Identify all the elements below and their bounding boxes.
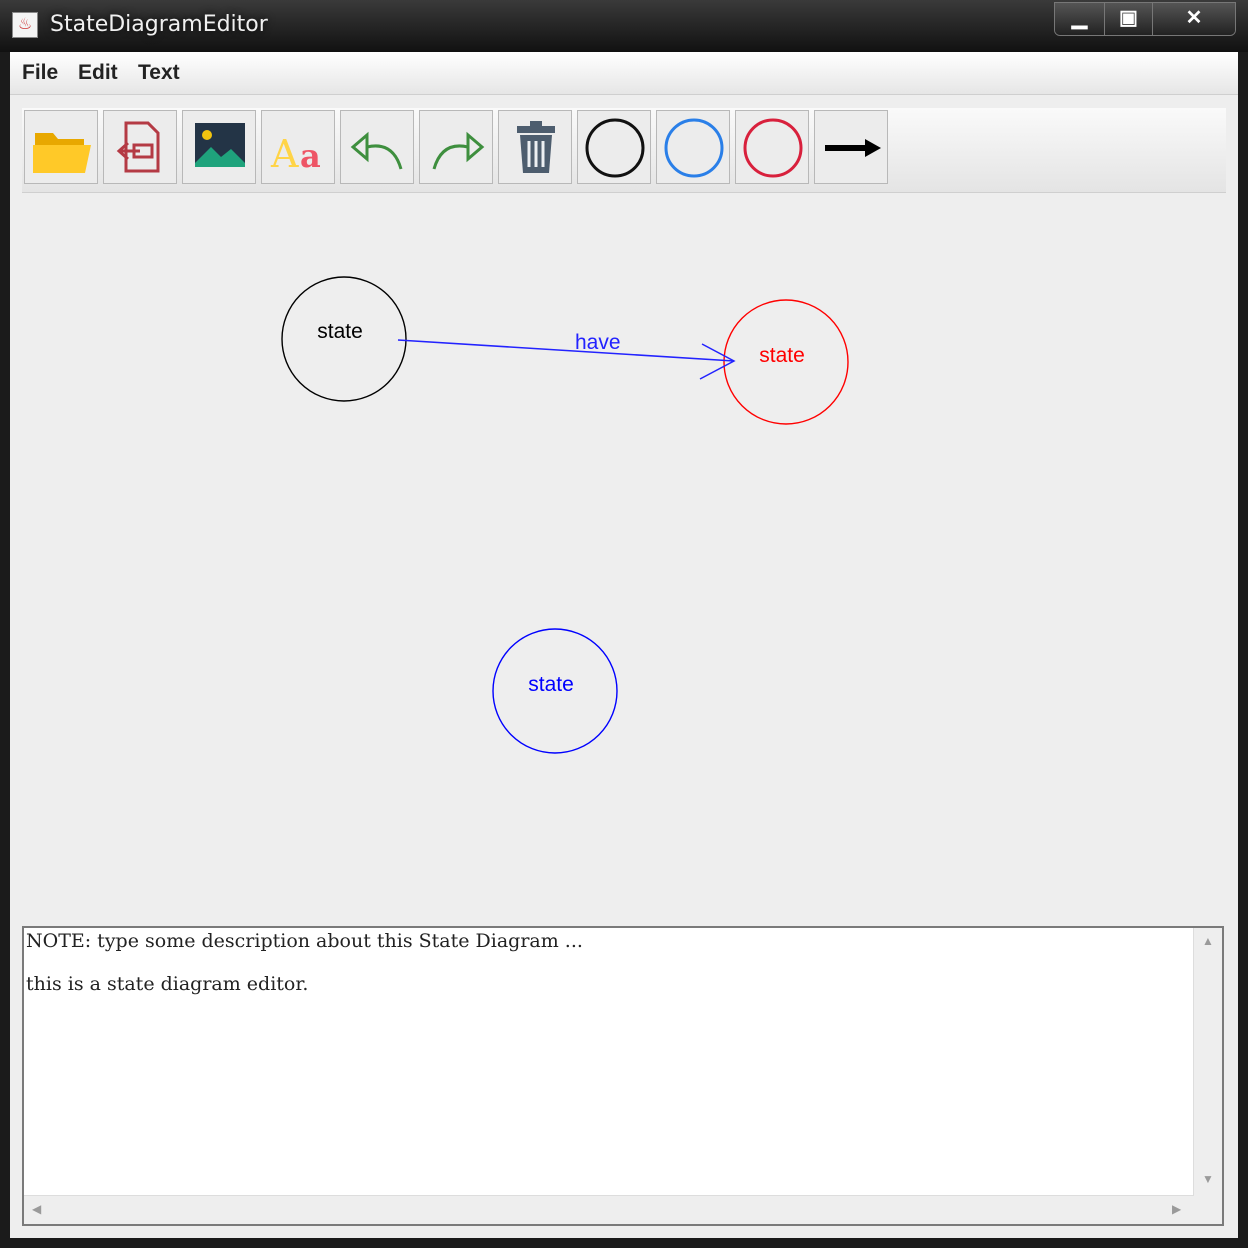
notes-textarea[interactable]: NOTE: type some description about this S… <box>24 928 1192 1196</box>
state-label-red: state <box>759 344 805 367</box>
state-node-black[interactable] <box>281 276 407 402</box>
svg-text:A: A <box>270 132 299 176</box>
menu-edit[interactable]: Edit <box>78 61 118 84</box>
blue-circle-icon <box>664 118 724 178</box>
transition-label: have <box>575 331 621 354</box>
toolbar: A a <box>22 108 1226 193</box>
maximize-button[interactable]: ▣ <box>1105 3 1153 35</box>
java-app-icon: ♨ <box>12 12 38 38</box>
text-font-icon: A a <box>270 132 321 176</box>
close-button[interactable]: ✕ <box>1153 3 1235 35</box>
scroll-up-icon[interactable]: ▲ <box>1202 934 1214 948</box>
undo-button[interactable] <box>340 110 414 184</box>
menu-file[interactable]: File <box>22 61 59 84</box>
note-line-1: NOTE: type some description about this S… <box>26 930 583 952</box>
window-controls: ▁ ▣ ✕ <box>1054 2 1236 36</box>
minimize-button[interactable]: ▁ <box>1055 3 1105 35</box>
state-node-red[interactable] <box>723 299 849 425</box>
menu-text[interactable]: Text <box>138 61 180 84</box>
text-button[interactable]: A a <box>261 110 335 184</box>
diagram-svg <box>281 276 849 754</box>
black-circle-icon <box>585 118 645 178</box>
trash-icon <box>517 121 555 173</box>
svg-text:a: a <box>300 137 321 175</box>
window-title: StateDiagramEditor <box>50 12 268 37</box>
scroll-right-icon[interactable]: ▶ <box>1172 1202 1182 1216</box>
state-label-black: state <box>317 320 363 343</box>
undo-icon <box>350 131 403 170</box>
horizontal-scrollbar[interactable]: ◀ ▶ <box>24 1195 1194 1224</box>
image-button[interactable] <box>182 110 256 184</box>
black-state-button[interactable] <box>577 110 651 184</box>
export-icon <box>116 121 160 173</box>
diagram-canvas[interactable]: state state state have <box>22 194 1226 922</box>
menu-bar: File Edit Text <box>10 52 1238 95</box>
export-button[interactable] <box>103 110 177 184</box>
image-icon <box>195 123 245 167</box>
scroll-left-icon[interactable]: ◀ <box>32 1202 42 1216</box>
state-label-blue: state <box>528 673 574 696</box>
notes-panel: NOTE: type some description about this S… <box>22 926 1224 1226</box>
redo-button[interactable] <box>419 110 493 184</box>
transition-line[interactable] <box>397 339 735 362</box>
transition-button[interactable] <box>814 110 888 184</box>
transition-arrowhead <box>699 343 736 380</box>
redo-icon <box>432 131 485 170</box>
vertical-scrollbar[interactable]: ▲ ▼ <box>1193 928 1222 1196</box>
blue-state-button[interactable] <box>656 110 730 184</box>
open-folder-icon <box>33 133 91 173</box>
title-bar: ♨ StateDiagramEditor ▁ ▣ ✕ <box>0 0 1248 52</box>
scrollbar-corner <box>1194 1196 1222 1224</box>
delete-button[interactable] <box>498 110 572 184</box>
state-node-blue[interactable] <box>492 628 618 754</box>
open-button[interactable] <box>24 110 98 184</box>
red-state-button[interactable] <box>735 110 809 184</box>
note-line-2: this is a state diagram editor. <box>26 973 309 995</box>
scroll-down-icon[interactable]: ▼ <box>1202 1172 1214 1186</box>
arrow-icon <box>825 139 881 157</box>
red-circle-icon <box>743 118 803 178</box>
client-area: File Edit Text <box>10 52 1238 1238</box>
